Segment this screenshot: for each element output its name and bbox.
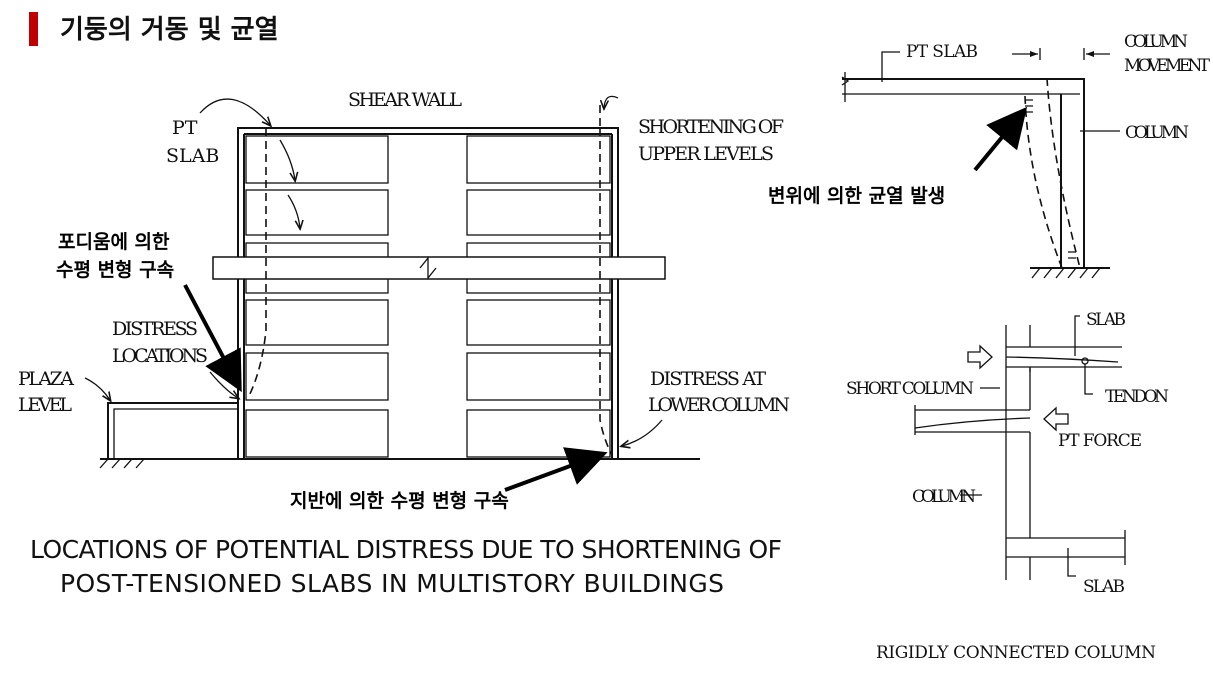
label-column: COLUMN bbox=[1125, 123, 1189, 143]
label-shortening-of: SHORTENING OF bbox=[638, 116, 784, 138]
label-column-movement-2: MOVEMENT bbox=[1124, 56, 1211, 76]
label-slab-bottom: SLAB bbox=[1083, 577, 1125, 597]
label-slab-top: SLAB bbox=[1086, 310, 1126, 330]
caption-rigid-column: RIGIDLY CONNECTED COLUMN bbox=[876, 643, 1156, 663]
label-lower-column: LOWER COLUMN bbox=[648, 394, 790, 416]
label-upper-levels: UPPER LEVELS bbox=[638, 143, 774, 165]
label-pt-slab: PT SLAB bbox=[906, 42, 978, 62]
label-tendon: TENDON bbox=[1105, 387, 1169, 407]
building-elevation bbox=[84, 95, 700, 492]
page-title: 기둥의 거동 및 균열 bbox=[60, 15, 279, 45]
label-distress-at: DISTRESS AT bbox=[650, 368, 766, 390]
title-accent-bar bbox=[29, 12, 38, 46]
caption-line-1: LOCATIONS OF POTENTIAL DISTRESS DUE TO S… bbox=[30, 535, 782, 564]
column-movement-diagram bbox=[841, 48, 1120, 279]
label-slab: SLAB bbox=[166, 145, 219, 167]
note-ground-restraint: 지반에 의한 수평 변형 구속 bbox=[290, 490, 509, 512]
label-level: LEVEL bbox=[18, 394, 72, 416]
note-podium-restraint-2: 수평 변형 구속 bbox=[56, 259, 174, 281]
label-shear-wall: SHEAR WALL bbox=[348, 89, 462, 111]
label-plaza: PLAZA bbox=[18, 368, 74, 390]
label-column-lower: COLUMN bbox=[912, 487, 976, 507]
note-displacement-crack: 변위에 의한 균열 발생 bbox=[768, 185, 945, 207]
label-column-movement-1: COLUMN bbox=[1124, 32, 1188, 52]
label-distress: DISTRESS bbox=[112, 318, 198, 340]
label-short-column: SHORT COLUMN bbox=[846, 379, 974, 399]
label-pt-force: PT FORCE bbox=[1058, 431, 1142, 451]
label-locations: LOCATIONS bbox=[112, 345, 208, 367]
note-podium-restraint-1: 포디움에 의한 bbox=[58, 231, 170, 253]
caption-line-2: POST-TENSIONED SLABS IN MULTISTORY BUILD… bbox=[60, 569, 724, 598]
label-pt: PT bbox=[172, 117, 198, 139]
